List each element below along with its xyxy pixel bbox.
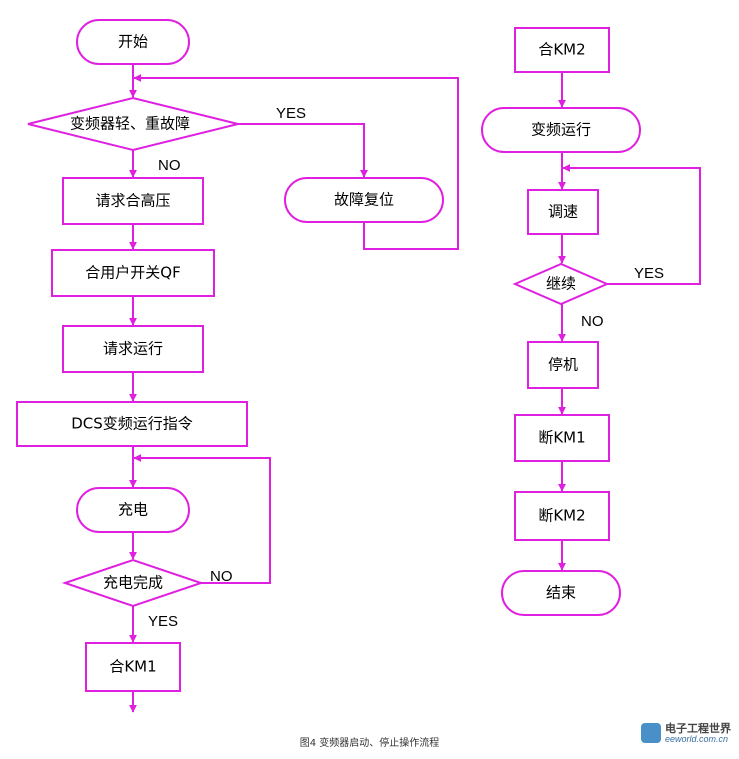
- logo-icon: [641, 723, 661, 744]
- charge-no-label: NO: [210, 568, 233, 585]
- close-km2-box: [514, 27, 610, 73]
- fault-check-label: 变频器轻、重故障: [70, 115, 190, 133]
- watermark-name: 电子工程世界: [665, 722, 731, 735]
- start-label: 开始: [118, 33, 148, 51]
- request-run-box: [62, 325, 204, 373]
- fault-reset-label: 故障复位: [334, 191, 394, 209]
- charge-label: 充电: [118, 501, 148, 519]
- end-node: [501, 570, 621, 616]
- open-km1-label: 断KM1: [538, 429, 585, 447]
- vfd-running-label: 变频运行: [531, 121, 591, 139]
- request-run-label: 请求运行: [103, 340, 163, 358]
- continue-no-label: NO: [581, 313, 604, 330]
- close-km1-box: [85, 642, 181, 692]
- close-km2-label: 合KM2: [538, 41, 585, 59]
- loop-fault-reset: [133, 74, 459, 250]
- request-hv-label: 请求合高压: [95, 192, 170, 210]
- fault-no-label: NO: [158, 157, 181, 174]
- continue-yes-label: YES: [634, 265, 664, 282]
- charge-done-label: 充电完成: [103, 574, 163, 592]
- open-km2-label: 断KM2: [538, 507, 585, 525]
- figure-caption: 图4 变频器启动、停止操作流程: [299, 738, 440, 749]
- continue-label: 继续: [546, 275, 576, 293]
- shutdown-box: [527, 341, 599, 389]
- speed-adjust-label: 调速: [548, 203, 578, 221]
- dcs-cmd-label: DCS变频运行指令: [71, 415, 193, 433]
- arrow-fault-yes: [238, 123, 368, 178]
- open-km1-box: [514, 414, 610, 462]
- loop-charge-no: [133, 454, 271, 584]
- fault-yes-label: YES: [276, 105, 306, 122]
- end-label: 结束: [546, 584, 576, 602]
- shutdown-label: 停机: [548, 356, 578, 374]
- speed-adjust-box: [527, 189, 599, 235]
- close-km1-label: 合KM1: [109, 658, 156, 676]
- watermark-site: eeworld.com.cn: [665, 733, 729, 744]
- charge-yes-label: YES: [148, 613, 178, 630]
- site-watermark: 电子工程世界 eeworld.com.cn: [641, 723, 731, 744]
- user-switch-label: 合用户开关QF: [85, 264, 180, 282]
- loop-continue-yes: [562, 164, 701, 285]
- user-switch-box: [51, 249, 215, 297]
